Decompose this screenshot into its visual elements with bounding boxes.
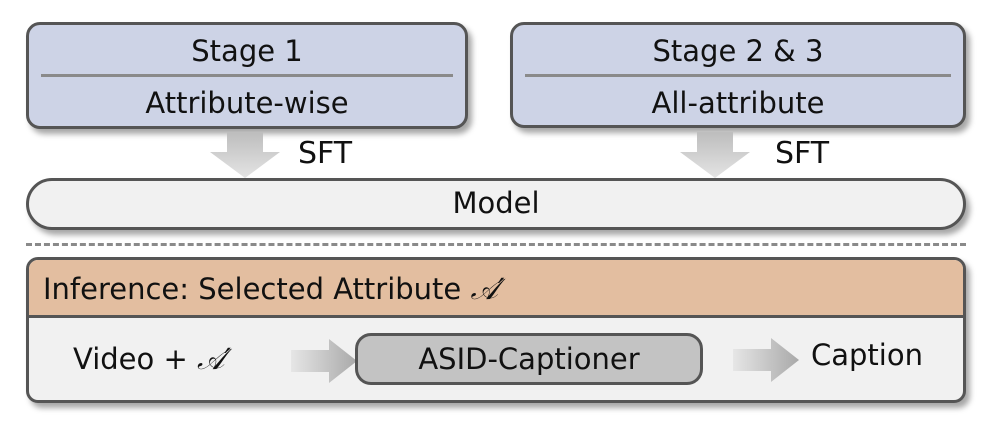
flow-right-arrow-icon [733,338,799,382]
sft-label-stage-2-3: SFT [775,136,830,171]
stage-2-3-title: Stage 2 & 3 [652,34,824,68]
stage-2-3-divider [525,74,951,77]
stage-2-3-box: Stage 2 & 3 All-attribute [510,22,966,128]
sft-down-arrow-icon [210,132,280,178]
stage-2-3-subtitle: All-attribute [651,86,825,120]
inference-panel: Inference: Selected Attribute 𝒜′ Video +… [26,257,966,403]
inference-header-text: Inference: Selected Attribute [43,272,462,306]
attribute-symbol: 𝒜′ [470,272,505,306]
stage-1-divider [41,74,453,77]
stage-1-box: Stage 1 Attribute-wise [26,22,468,129]
model-box: Model [26,178,966,230]
caption-output-label: Caption [811,338,923,372]
section-divider [26,243,966,246]
flow-right-arrow-icon [291,339,357,383]
stage-1-subtitle: Attribute-wise [145,86,349,120]
sft-down-arrow-icon [680,132,750,178]
video-input-label: Video + 𝒜′ [73,339,231,379]
stage-1-title: Stage 1 [191,34,303,68]
inference-header: Inference: Selected Attribute 𝒜′ [29,260,963,318]
input-attribute-symbol: 𝒜′ [197,342,232,376]
video-input-text: Video + [73,342,188,376]
asid-captioner-box: ASID-Captioner [355,333,703,385]
sft-label-stage-1: SFT [298,136,353,171]
